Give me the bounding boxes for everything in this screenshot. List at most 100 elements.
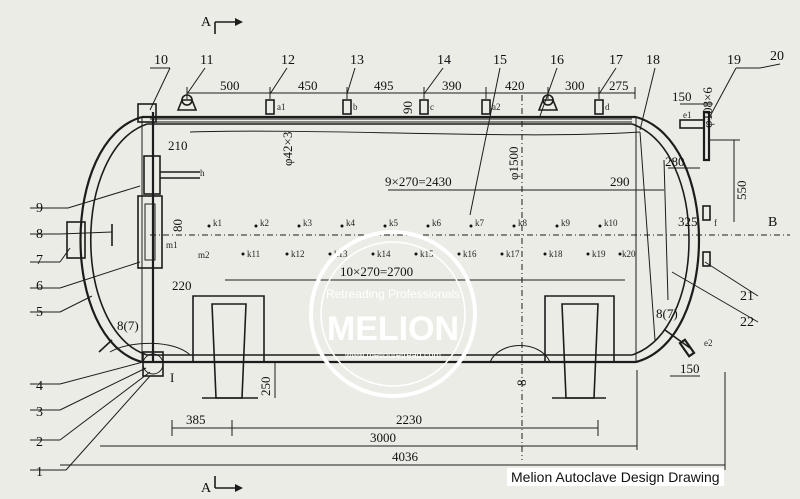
section-marker-top: A xyxy=(201,15,243,34)
nozzle-labels: a1 b c a2 d e1 f e2 m1 m2 h xyxy=(166,102,717,348)
callout-21: 21 xyxy=(740,289,754,304)
dim-2230: 2230 xyxy=(396,412,422,427)
dim-4036: 4036 xyxy=(392,449,419,464)
callout-14: 14 xyxy=(437,53,451,68)
label-f: f xyxy=(714,218,717,228)
hinge-top xyxy=(137,103,157,123)
callout-10: 10 xyxy=(154,53,168,68)
callout-numbers: 1 2 3 4 5 6 7 8 9 10 11 12 13 14 15 16 1… xyxy=(36,49,784,480)
flange-e1 xyxy=(702,110,711,162)
door-assembly xyxy=(66,103,200,377)
k1: k1 xyxy=(213,218,222,228)
watermark-url: www.melionretread.com xyxy=(344,350,441,360)
callout-15: 15 xyxy=(493,53,507,68)
label-m1: m1 xyxy=(166,240,178,250)
callout-detail-I: I xyxy=(170,370,174,385)
dim-325: 325 xyxy=(678,214,698,229)
dim-90: 90 xyxy=(400,101,415,114)
bottom-dimension-lines xyxy=(60,362,726,470)
dim-lower-pitch: 10×270=2700 xyxy=(340,264,413,279)
dim-phi42: φ42×3 xyxy=(280,132,295,166)
label-a1: a1 xyxy=(277,102,286,112)
k4: k4 xyxy=(346,218,356,228)
k10: k10 xyxy=(604,218,618,228)
k18: k18 xyxy=(549,249,563,259)
k7: k7 xyxy=(475,218,485,228)
callout-17: 17 xyxy=(609,53,623,68)
callout-8: 8 xyxy=(36,227,43,242)
dim-500: 500 xyxy=(220,78,240,93)
section-label-right: B xyxy=(768,215,777,230)
dim-450: 450 xyxy=(298,78,318,93)
k2: k2 xyxy=(260,218,269,228)
leader-lines xyxy=(30,63,781,471)
drawing-caption: Melion Autoclave Design Drawing xyxy=(507,468,724,486)
label-e2: e2 xyxy=(704,338,713,348)
k5: k5 xyxy=(389,218,399,228)
label-h: h xyxy=(200,168,205,178)
callout-19: 19 xyxy=(727,53,741,68)
steam-pipe xyxy=(150,118,632,123)
watermark-brand: MELION xyxy=(327,310,459,348)
callout-weld-left: 8(7) xyxy=(117,318,139,333)
dim-8: 8 xyxy=(514,380,529,387)
top-nozzles xyxy=(176,94,604,115)
k12: k12 xyxy=(291,249,305,259)
flange-e2 xyxy=(678,338,696,358)
k8: k8 xyxy=(518,218,528,228)
callout-11: 11 xyxy=(200,53,213,68)
k17: k17 xyxy=(506,249,520,259)
k14: k14 xyxy=(377,249,391,259)
callout-weld-right: 8(7) xyxy=(656,306,678,321)
dim-550: 550 xyxy=(734,181,749,201)
dim-phi108: φ108×6 xyxy=(700,87,715,128)
label-e1: e1 xyxy=(683,110,692,120)
callout-20: 20 xyxy=(770,49,784,64)
label-d: d xyxy=(605,102,610,112)
label-a2: a2 xyxy=(492,102,501,112)
supports xyxy=(192,295,615,399)
callout-2: 2 xyxy=(36,435,43,450)
dim-upper-pitch: 9×270=2430 xyxy=(385,174,452,189)
dim-150-bottom: 150 xyxy=(680,361,700,376)
nozzle-b xyxy=(342,99,352,115)
dim-390: 390 xyxy=(442,78,462,93)
dim-495: 495 xyxy=(374,78,394,93)
dim-290: 290 xyxy=(610,174,630,189)
nozzle-a1 xyxy=(265,99,275,115)
top-dimension-lines xyxy=(186,87,740,281)
dim-80: 80 xyxy=(170,219,185,232)
nozzle-f xyxy=(702,205,711,221)
nozzle-a2 xyxy=(481,99,491,115)
section-label-bottom: A xyxy=(201,481,212,496)
right-nozzles xyxy=(664,110,711,358)
side-port xyxy=(66,221,86,259)
door-cylinder xyxy=(137,195,163,269)
k-points-upper: k1 k2 k3 k4 k5 k6 k7 k8 k9 k10 xyxy=(207,218,618,228)
callout-7: 7 xyxy=(36,253,43,268)
k20: k20 xyxy=(622,249,636,259)
k9: k9 xyxy=(561,218,571,228)
melion-watermark: Retreading Professionals MELION www.meli… xyxy=(309,230,477,398)
callout-6: 6 xyxy=(36,279,43,294)
section-marker-bottom: A xyxy=(201,476,243,496)
k6: k6 xyxy=(432,218,442,228)
dim-275: 275 xyxy=(609,78,629,93)
nozzle-d xyxy=(594,99,604,115)
watermark-subtitle: Retreading Professionals xyxy=(326,287,460,301)
k19: k19 xyxy=(592,249,606,259)
k16: k16 xyxy=(463,249,477,259)
label-m2: m2 xyxy=(198,250,210,260)
k13: k13 xyxy=(334,249,348,259)
dim-3000: 3000 xyxy=(370,430,396,445)
k-points-lower: k11 k12 k13 k14 k15 k16 k17 k18 k19 k20 xyxy=(241,249,636,259)
callout-1: 1 xyxy=(36,465,43,480)
callout-3: 3 xyxy=(36,405,43,420)
dim-280: 280 xyxy=(665,154,685,169)
k11: k11 xyxy=(247,249,260,259)
callout-18: 18 xyxy=(646,53,660,68)
dim-phi1500: φ1500 xyxy=(506,146,521,180)
callout-16: 16 xyxy=(550,53,564,68)
callout-9: 9 xyxy=(36,201,43,216)
